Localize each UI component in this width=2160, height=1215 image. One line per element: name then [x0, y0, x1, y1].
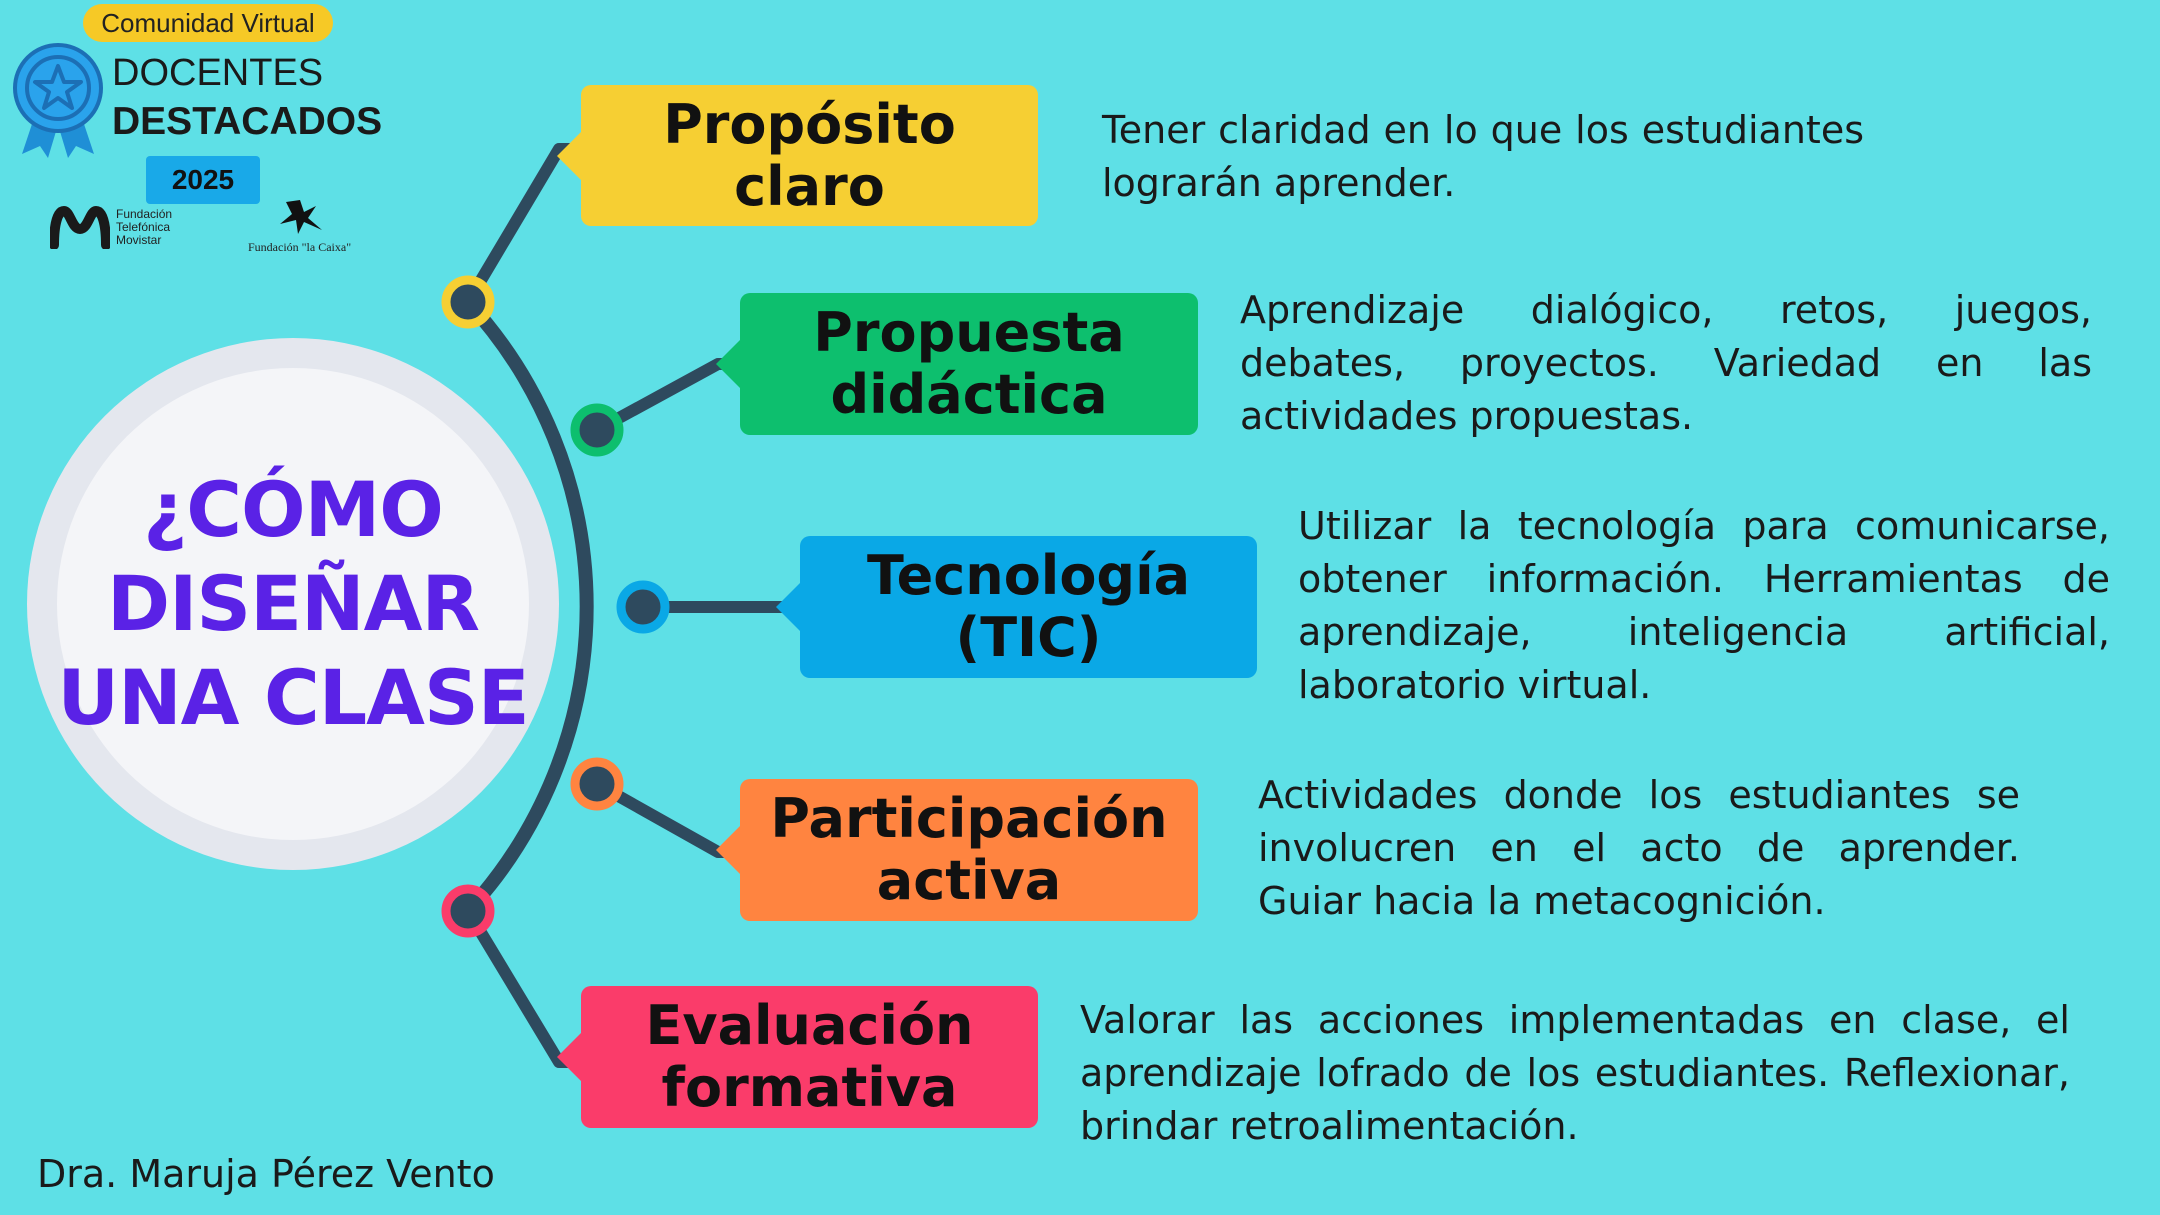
label-line: (TIC) [955, 606, 1102, 669]
label-line: Propuesta [813, 301, 1125, 364]
sponsor1-line2: Telefónica [116, 219, 171, 234]
node-2 [570, 403, 624, 457]
description-participacion: Actividades donde los estudiantes se inv… [1258, 773, 2020, 923]
description-propuesta: Aprendizaje dialógico, retos, juegos, de… [1240, 288, 2092, 438]
logo-title-line1: DOCENTES [112, 52, 324, 94]
label-tecnologia: Tecnología(TIC) [776, 536, 1257, 678]
label-line: Tecnología [866, 544, 1191, 607]
main-title-line2: DISEÑAR [107, 559, 480, 648]
node-5 [441, 884, 495, 938]
title-circle: ¿CÓMO DISEÑAR UNA CLASE [57, 368, 530, 840]
label-line: Propósito [663, 92, 956, 156]
label-line: didáctica [830, 363, 1108, 426]
main-title-line3: UNA CLASE [57, 653, 529, 742]
medal-icon [13, 43, 103, 158]
label-pointer [557, 1033, 581, 1081]
node-3 [616, 580, 670, 634]
sponsor2-label: Fundación "la Caixa" [248, 240, 352, 254]
community-badge: Comunidad Virtual [83, 4, 333, 42]
sponsor1-line3: Movistar [116, 232, 162, 247]
node-4 [570, 757, 624, 811]
label-pointer [716, 826, 740, 874]
description-tecnologia: Utilizar la tecnología para comunicarse,… [1298, 504, 2110, 707]
label-line: activa [876, 849, 1062, 912]
year-badge: 2025 [146, 156, 260, 204]
label-pointer [716, 340, 740, 388]
author-name: Dra. Maruja Pérez Vento [37, 1152, 495, 1196]
sponsor-telefonica: Fundación Telefónica Movistar [50, 205, 172, 249]
label-pointer [557, 131, 581, 180]
label-line: Participación [770, 787, 1168, 850]
description-evaluacion: Valorar las acciones implementadas en cl… [1080, 998, 2070, 1148]
main-title-line1: ¿CÓMO [143, 465, 444, 554]
sponsor-lacaixa: Fundación "la Caixa" [248, 196, 351, 255]
label-line: claro [734, 154, 885, 218]
label-line: Evaluación [645, 994, 974, 1057]
label-line: formativa [661, 1056, 958, 1119]
logo-title-line2: DESTACADOS [112, 100, 383, 143]
main-arc [461, 295, 594, 918]
lacaixa-star-icon [279, 200, 322, 234]
label-pointer [776, 583, 800, 631]
node-1 [441, 275, 495, 329]
movistar-logo-icon [50, 205, 110, 249]
sponsor1-line1: Fundación [116, 206, 173, 221]
description-proposito: Tener claridad en lo que los estudiantes… [1102, 108, 1864, 205]
